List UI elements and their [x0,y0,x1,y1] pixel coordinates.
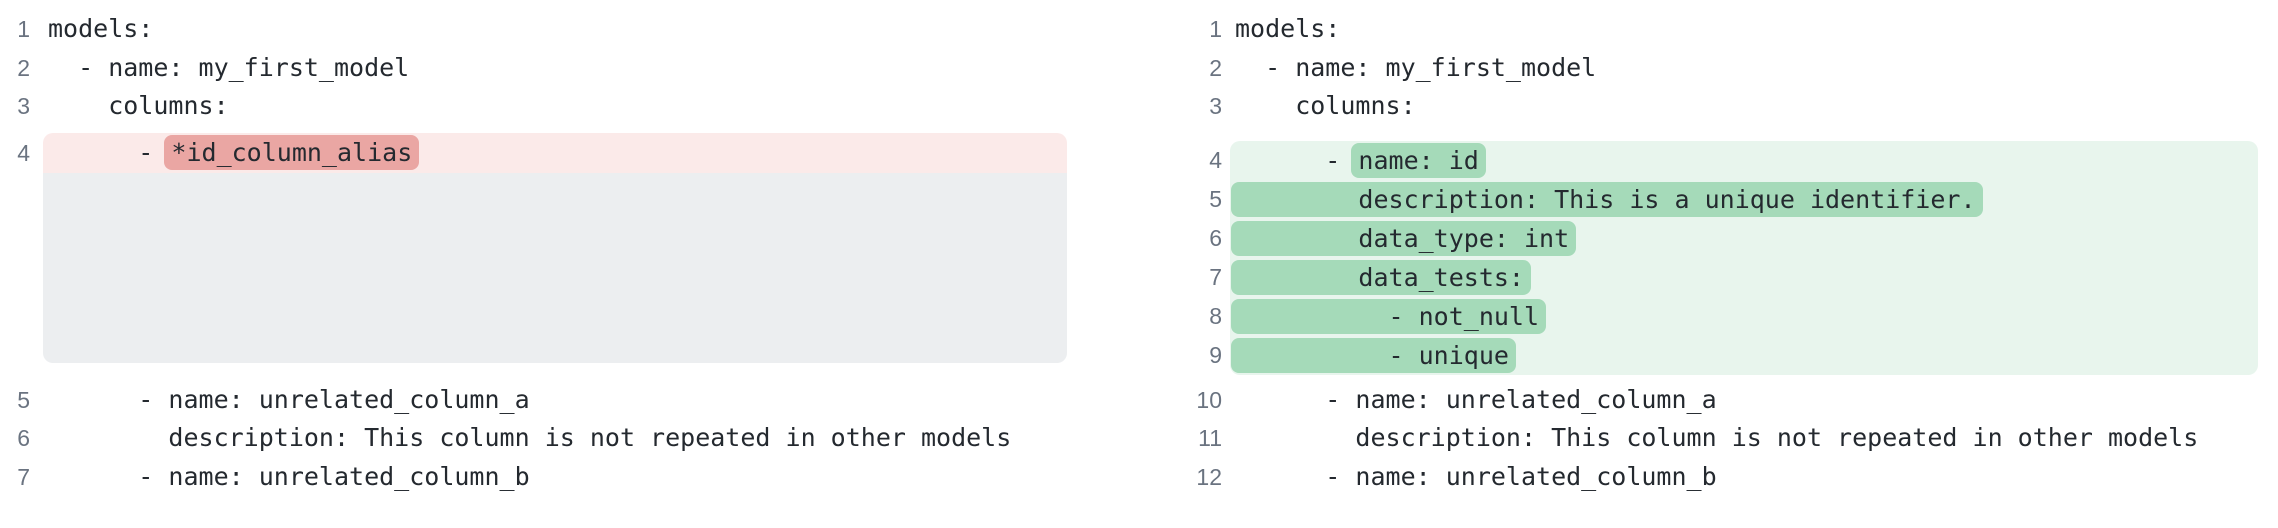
code-text: - [48,137,169,167]
code-line: 12 - name: unrelated_column_b [1139,458,2278,497]
line-number: 5 [17,386,30,413]
code-text: - [1235,145,1356,175]
line-number: 9 [1209,341,1222,368]
removed-hunk: 4 - *id_column_alias [0,132,1139,363]
removed-highlight: *id_column_alias [164,134,420,170]
line-number: 4 [1209,146,1222,173]
added-hunk: 4 5 6 7 8 9 - name: id description: This is a… [1139,140,2278,375]
added-line: - name: id [1230,140,2258,180]
code-text-cell: - name: my_first_model [48,49,409,88]
code-text: - name: my_first_model [48,52,410,82]
added-line: description: This is a unique identifier… [1230,179,2258,219]
code-text: - name: my_first_model [1235,52,1597,82]
code-text-cell: - name: unrelated_column_a [1235,381,1717,420]
added-highlight: - unique [1231,337,1516,373]
added-highlight: data_tests: [1231,259,1531,295]
line-number: 1 [17,16,30,42]
line-number: 10 [1196,386,1222,413]
code-text: models: [48,14,154,43]
code-text-cell: description: This column is not repeated… [48,419,1011,458]
code-text: columns: [48,91,229,120]
line-number: 2 [1209,54,1222,81]
added-highlight: description: This is a unique identifier… [1231,181,1983,217]
code-line: 2 - name: my_first_model [1139,49,2278,88]
hunk-gutter: 4 5 6 7 8 9 [1139,141,1222,375]
code-text-cell: - name: unrelated_column_b [48,458,530,497]
code-text: columns: [1235,91,1416,120]
added-highlight: name: id [1351,142,1486,178]
line-number: 5 [1209,185,1222,212]
added-line: data_type: int [1230,218,2258,258]
code-line: 11 description: This column is not repea… [1139,419,2278,458]
line-number: 7 [17,463,30,490]
removed-block: - *id_column_alias [43,132,1067,363]
code-text-cell: columns: [1235,87,1416,126]
code-text: description: This column is not repeated… [48,423,1012,452]
added-highlight: data_type: int [1231,220,1577,256]
code-text: - name: unrelated_column_b [1235,461,1717,491]
code-text: description: This column is not repeated… [1235,423,2199,452]
added-line: - not_null [1230,296,2258,336]
code-text-cell: models: [48,10,153,49]
line-number: 12 [1196,463,1222,490]
code-text: - name: unrelated_column_a [1235,384,1717,414]
code-line: 2 - name: my_first_model [0,49,1139,88]
added-line: - unique [1230,335,2258,375]
added-block: - name: id description: This is a unique… [1230,140,2258,375]
code-line: 10 - name: unrelated_column_a [1139,381,2278,420]
code-line: 7 - name: unrelated_column_b [0,458,1139,497]
line-number: 2 [17,54,30,81]
removed-line: - *id_column_alias [43,132,1067,173]
code-line: 3 columns: [1139,87,2278,126]
line-number: 3 [17,93,30,119]
code-line: 5 - name: unrelated_column_a [0,381,1139,420]
code-text-cell: columns: [48,87,229,126]
code-text-cell: description: This column is not repeated… [1235,419,2198,458]
line-number: 6 [1209,224,1222,251]
line-number: 8 [1209,302,1222,329]
code-line: 1 models: [1139,10,2278,49]
line-number: 1 [1209,16,1222,42]
code-text-cell: - name: my_first_model [1235,49,1596,88]
code-text: models: [1235,14,1341,43]
code-text-cell: models: [1235,10,1340,49]
hunk-gutter: 4 [0,133,30,363]
line-number: 11 [1198,425,1222,451]
line-number: 3 [1209,93,1222,119]
code-line: 3 columns: [0,87,1139,126]
code-text-cell: - name: unrelated_column_a [48,381,530,420]
code-text: - name: unrelated_column_a [48,384,530,414]
added-line: data_tests: [1230,257,2258,297]
code-text-cell: - name: unrelated_column_b [1235,458,1717,497]
empty-filler-block [43,172,1067,363]
code-line: 1 models: [0,10,1139,49]
added-highlight: - not_null [1231,298,1547,334]
code-line: 6 description: This column is not repeat… [0,419,1139,458]
line-number: 4 [17,139,30,166]
code-text: - name: unrelated_column_b [48,461,530,491]
line-number: 7 [1209,263,1222,290]
line-number: 6 [17,425,30,451]
